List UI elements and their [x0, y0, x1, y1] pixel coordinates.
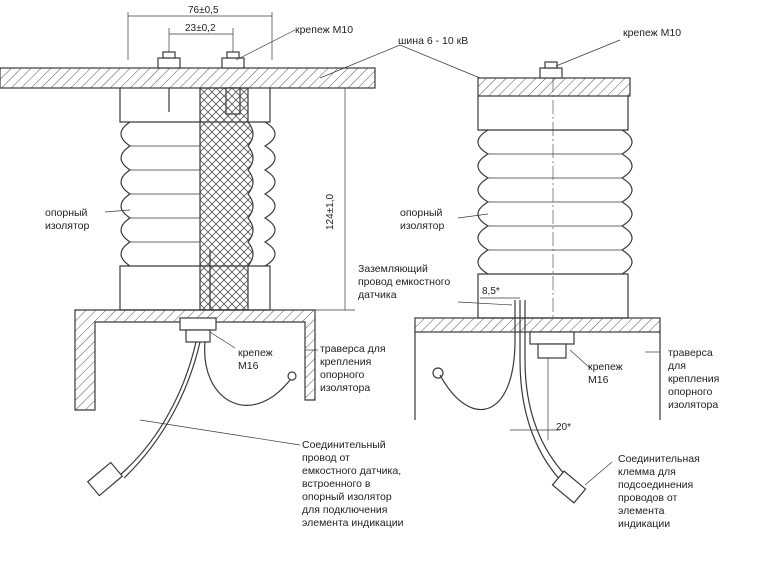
busbar-label: шина 6 - 10 кВ: [398, 35, 468, 47]
left-m16-label-1: крепеж: [238, 347, 273, 359]
right-m16-nut: [529, 331, 575, 359]
right-traverse-label-3: крепления: [668, 373, 719, 385]
dim-76: 76±0,5: [188, 5, 219, 16]
left-traverse: [74, 309, 316, 411]
left-insulator-label-1: опорный: [45, 207, 88, 219]
right-busbar-plate: [477, 77, 631, 97]
right-traverse-label-4: опорного: [668, 386, 712, 398]
left-busbar: [0, 67, 376, 89]
connecting-clamp-label-6: индикации: [618, 518, 670, 530]
right-traverse-label-2: для: [668, 360, 686, 372]
labels: 76±0,5 23±0,2 124±1,0 8,5* 20* крепеж М1…: [45, 5, 719, 530]
dim-8-5: 8,5*: [482, 286, 500, 297]
dim-124: 124±1,0: [325, 193, 336, 230]
left-insulator-core: [199, 87, 254, 311]
left-ground-loop: [204, 341, 291, 406]
right-m16-label-2: М16: [588, 374, 609, 386]
connecting-wire-label-6: для подключения: [302, 504, 387, 516]
left-m16-nut: [179, 317, 217, 343]
connecting-wire-label-1: Соединительный: [302, 439, 386, 451]
right-ground-wire: [439, 300, 516, 411]
right-insulator-label-2: изолятор: [400, 220, 445, 232]
left-traverse-label-3: опорного: [320, 369, 364, 381]
connecting-clamp-label-3: подсоединения: [618, 479, 693, 491]
grounding-label-2: провод емкостного: [358, 276, 450, 288]
connecting-wire-label-2: провод от: [302, 452, 350, 464]
connecting-wire-label-4: встроенного в: [302, 478, 371, 490]
left-traverse-label-4: изолятора: [320, 382, 370, 394]
connecting-clamp-label-1: Соединительная: [618, 453, 700, 465]
right-traverse: [414, 317, 661, 333]
grounding-label-1: Заземляющий: [358, 263, 428, 275]
connecting-wire-label-5: опорный изолятор: [302, 491, 392, 503]
left-insulator-top: [119, 88, 271, 123]
dim-23: 23±0,2: [185, 23, 216, 34]
left-traverse-label-2: крепления: [320, 356, 371, 368]
left-m16-label-2: М16: [238, 360, 259, 372]
connecting-wire-label-3: емкостного датчика,: [302, 465, 401, 477]
left-connecting-wire: [119, 341, 197, 476]
right-m16-label-1: крепеж: [588, 361, 623, 373]
connecting-wire-label-7: элемента индикации: [302, 517, 404, 529]
left-insulator-label-2: изолятор: [45, 220, 90, 232]
right-connector: [551, 470, 587, 504]
right-bolt: [539, 61, 563, 79]
grounding-label-3: датчика: [358, 289, 397, 301]
connecting-clamp-label-4: проводов от: [618, 492, 678, 504]
connecting-clamp-label-2: клемма для: [618, 466, 676, 478]
right-fastener-top-label: крепеж М10: [623, 27, 681, 39]
right-insulator-label-1: опорный: [400, 207, 443, 219]
left-fastener-top-label: крепеж М10: [295, 24, 353, 36]
left-connector: [86, 461, 124, 497]
connecting-clamp-label-5: элемента: [618, 505, 665, 517]
dim-20: 20*: [556, 422, 571, 433]
right-traverse-label-1: траверса: [668, 347, 713, 359]
right-traverse-label-5: изолятора: [668, 399, 718, 411]
left-traverse-label-1: траверса для: [320, 343, 386, 355]
left-bolt-1: [157, 51, 181, 112]
